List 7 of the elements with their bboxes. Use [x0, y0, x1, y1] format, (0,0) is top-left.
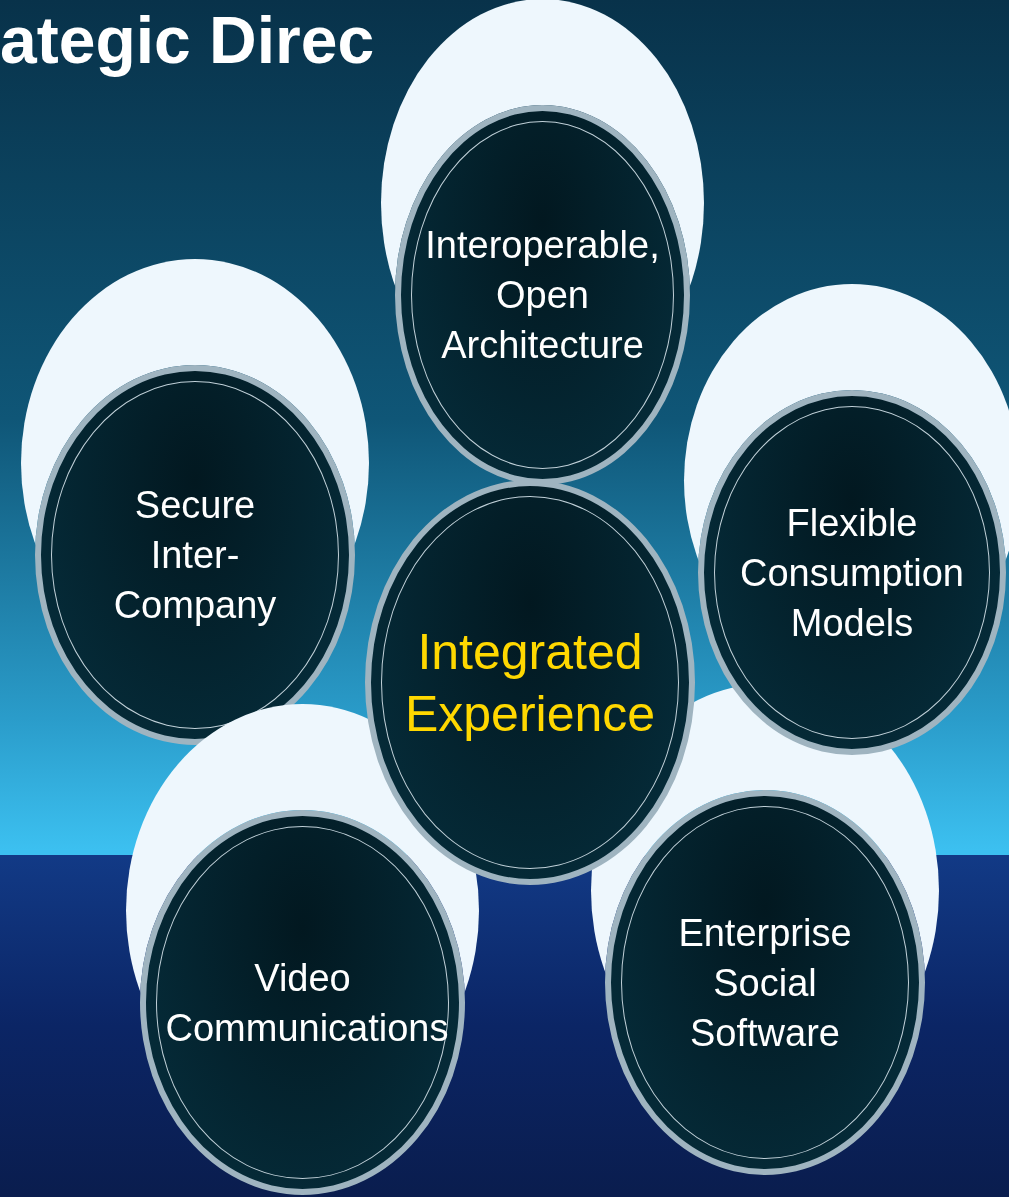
node-label: Interoperable, Open Architecture — [424, 223, 661, 368]
node-label: Flexible Consumption Models — [739, 500, 965, 646]
node-label: Integrated Experience — [403, 622, 657, 744]
node-label: Secure Inter-Company — [112, 483, 278, 628]
node-label: Video Communications — [164, 955, 448, 1051]
node-label: Enterprise Social Software — [677, 910, 853, 1056]
title: ategic Direc — [0, 2, 375, 78]
